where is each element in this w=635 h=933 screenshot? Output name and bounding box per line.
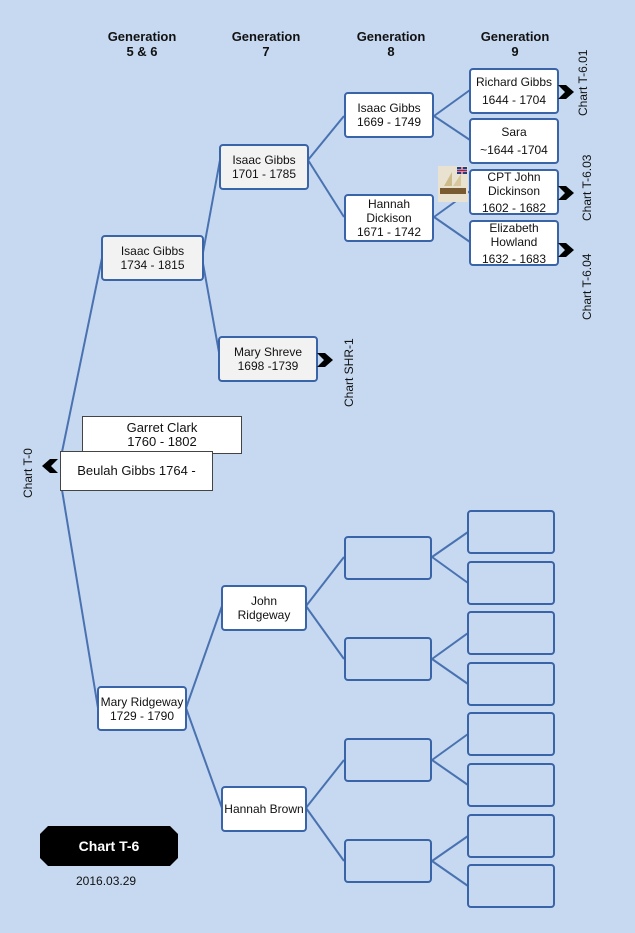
person-john-ridgeway[interactable]: John Ridgeway bbox=[221, 585, 307, 631]
person-dates: 1671 - 1742 bbox=[356, 225, 422, 239]
empty-person-box[interactable] bbox=[467, 611, 555, 655]
person-isaac-gibbs-1734[interactable]: Isaac Gibbs 1734 - 1815 bbox=[101, 235, 204, 281]
person-dates: 1734 - 1815 bbox=[120, 258, 185, 272]
empty-person-box[interactable] bbox=[344, 536, 432, 580]
chart-ref-t604[interactable]: Chart T-6.04 bbox=[580, 253, 594, 320]
person-name: Mary Ridgeway bbox=[100, 694, 184, 709]
person-elizabeth-howland[interactable]: Elizabeth Howland 1632 - 1683 bbox=[469, 220, 559, 266]
person-mary-shreve[interactable]: Mary Shreve 1698 -1739 bbox=[218, 336, 318, 382]
person-richard-gibbs[interactable]: Richard Gibbs 1644 - 1704 bbox=[469, 68, 559, 114]
person-garret-clark[interactable]: Garret Clark 1760 - 1802 bbox=[82, 416, 242, 454]
empty-person-box[interactable] bbox=[344, 637, 432, 681]
person-dates: 1701 - 1785 bbox=[231, 167, 297, 181]
person-dates: 1698 -1739 bbox=[237, 359, 299, 373]
person-name-2: Dickinson bbox=[487, 183, 541, 198]
person-name: John Ridgeway bbox=[237, 594, 291, 622]
chart-ref-t603[interactable]: Chart T-6.03 bbox=[580, 154, 594, 221]
header-generation-8: Generation 8 bbox=[346, 29, 436, 59]
person-name-2: Howland bbox=[490, 234, 538, 249]
arrow-left-icon[interactable] bbox=[40, 457, 58, 475]
person-dates: ~1644 -1704 bbox=[480, 143, 548, 157]
person-name: Elizabeth bbox=[489, 220, 539, 235]
empty-person-box[interactable] bbox=[467, 864, 555, 908]
chart-title-badge: Chart T-6 bbox=[40, 826, 178, 866]
header-generation-9: Generation 9 bbox=[470, 29, 560, 59]
person-name-2: Dickison bbox=[366, 211, 412, 225]
person-name: Isaac Gibbs bbox=[232, 153, 296, 167]
empty-person-box[interactable] bbox=[467, 712, 555, 756]
person-name: CPT John bbox=[487, 169, 541, 184]
header-line2: 8 bbox=[387, 44, 395, 59]
arrow-right-icon[interactable] bbox=[558, 83, 576, 101]
empty-person-box[interactable] bbox=[467, 662, 555, 706]
person-name: Beulah Gibbs 1764 - bbox=[77, 463, 196, 478]
chart-ref-t0[interactable]: Chart T-0 bbox=[21, 448, 35, 498]
header-line1: Generation bbox=[231, 29, 301, 44]
person-hannah-brown[interactable]: Hannah Brown bbox=[221, 786, 307, 832]
ship-flag-icon bbox=[438, 166, 468, 202]
empty-person-box[interactable] bbox=[467, 510, 555, 554]
person-dates: 1669 - 1749 bbox=[356, 115, 422, 129]
empty-person-box[interactable] bbox=[467, 814, 555, 858]
person-cpt-john-dickinson[interactable]: CPT John Dickinson 1602 - 1682 bbox=[469, 169, 559, 215]
person-name: Richard Gibbs bbox=[475, 75, 553, 89]
header-line2: 7 bbox=[262, 44, 270, 59]
empty-person-box[interactable] bbox=[467, 561, 555, 605]
chart-ref-t601[interactable]: Chart T-6.01 bbox=[576, 49, 590, 116]
person-beulah-gibbs[interactable]: Beulah Gibbs 1764 - bbox=[60, 451, 213, 491]
chart-date: 2016.03.29 bbox=[76, 874, 137, 888]
arrow-right-icon[interactable] bbox=[558, 241, 576, 259]
header-generation-5-6: Generation 5 & 6 bbox=[97, 29, 187, 59]
person-hannah-dickison[interactable]: Hannah Dickison 1671 - 1742 bbox=[344, 194, 434, 242]
person-isaac-gibbs-1701[interactable]: Isaac Gibbs 1701 - 1785 bbox=[219, 144, 309, 190]
person-sara[interactable]: Sara ~1644 -1704 bbox=[469, 118, 559, 164]
header-line2: 9 bbox=[511, 44, 519, 59]
person-dates: 1632 - 1683 bbox=[481, 251, 547, 266]
person-name: Hannah bbox=[367, 197, 411, 211]
person-isaac-gibbs-1669[interactable]: Isaac Gibbs 1669 - 1749 bbox=[344, 92, 434, 138]
empty-person-box[interactable] bbox=[467, 763, 555, 807]
arrow-right-icon[interactable] bbox=[317, 351, 335, 369]
person-name: Isaac Gibbs bbox=[120, 244, 185, 258]
person-dates: 1602 - 1682 bbox=[481, 200, 547, 215]
person-name: Isaac Gibbs bbox=[357, 101, 421, 115]
person-dates: 1760 - 1802 bbox=[127, 434, 197, 449]
header-generation-7: Generation 7 bbox=[221, 29, 311, 59]
person-mary-ridgeway[interactable]: Mary Ridgeway 1729 - 1790 bbox=[97, 686, 187, 731]
header-line1: Generation bbox=[356, 29, 426, 44]
empty-person-box[interactable] bbox=[344, 738, 432, 782]
header-line1: Generation bbox=[107, 29, 177, 44]
person-dates: 1729 - 1790 bbox=[109, 708, 175, 723]
person-dates: 1644 - 1704 bbox=[481, 93, 547, 107]
person-name: Mary Shreve bbox=[233, 345, 303, 359]
person-name: Garret Clark bbox=[126, 420, 198, 435]
header-line1: Generation bbox=[480, 29, 550, 44]
person-name: Sara bbox=[501, 125, 527, 139]
chart-ref-shr1[interactable]: Chart SHR-1 bbox=[342, 338, 356, 407]
header-line2: 5 & 6 bbox=[126, 44, 158, 59]
arrow-right-icon[interactable] bbox=[558, 184, 576, 202]
person-name: Hannah Brown bbox=[224, 802, 304, 816]
empty-person-box[interactable] bbox=[344, 839, 432, 883]
